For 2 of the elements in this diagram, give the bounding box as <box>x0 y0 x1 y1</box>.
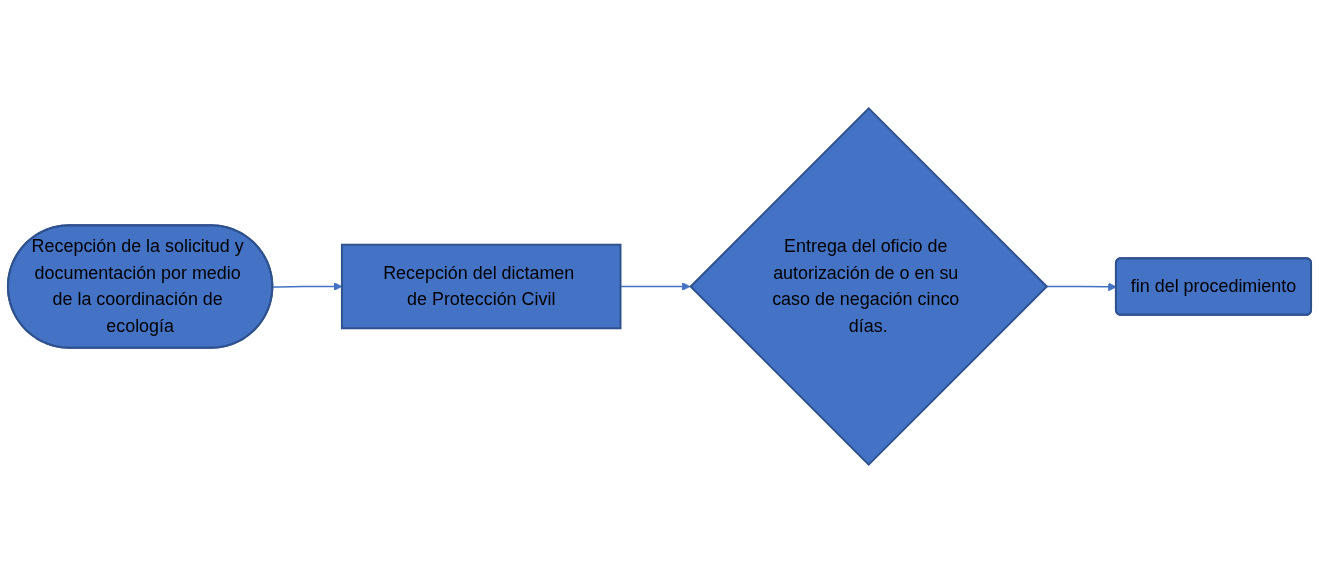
node-diamond: Entrega del oficio de autorización de o en su caso de negación cinco días. <box>689 107 1049 466</box>
node-box: Recepción del dictamen de Protección Civil <box>340 243 622 330</box>
